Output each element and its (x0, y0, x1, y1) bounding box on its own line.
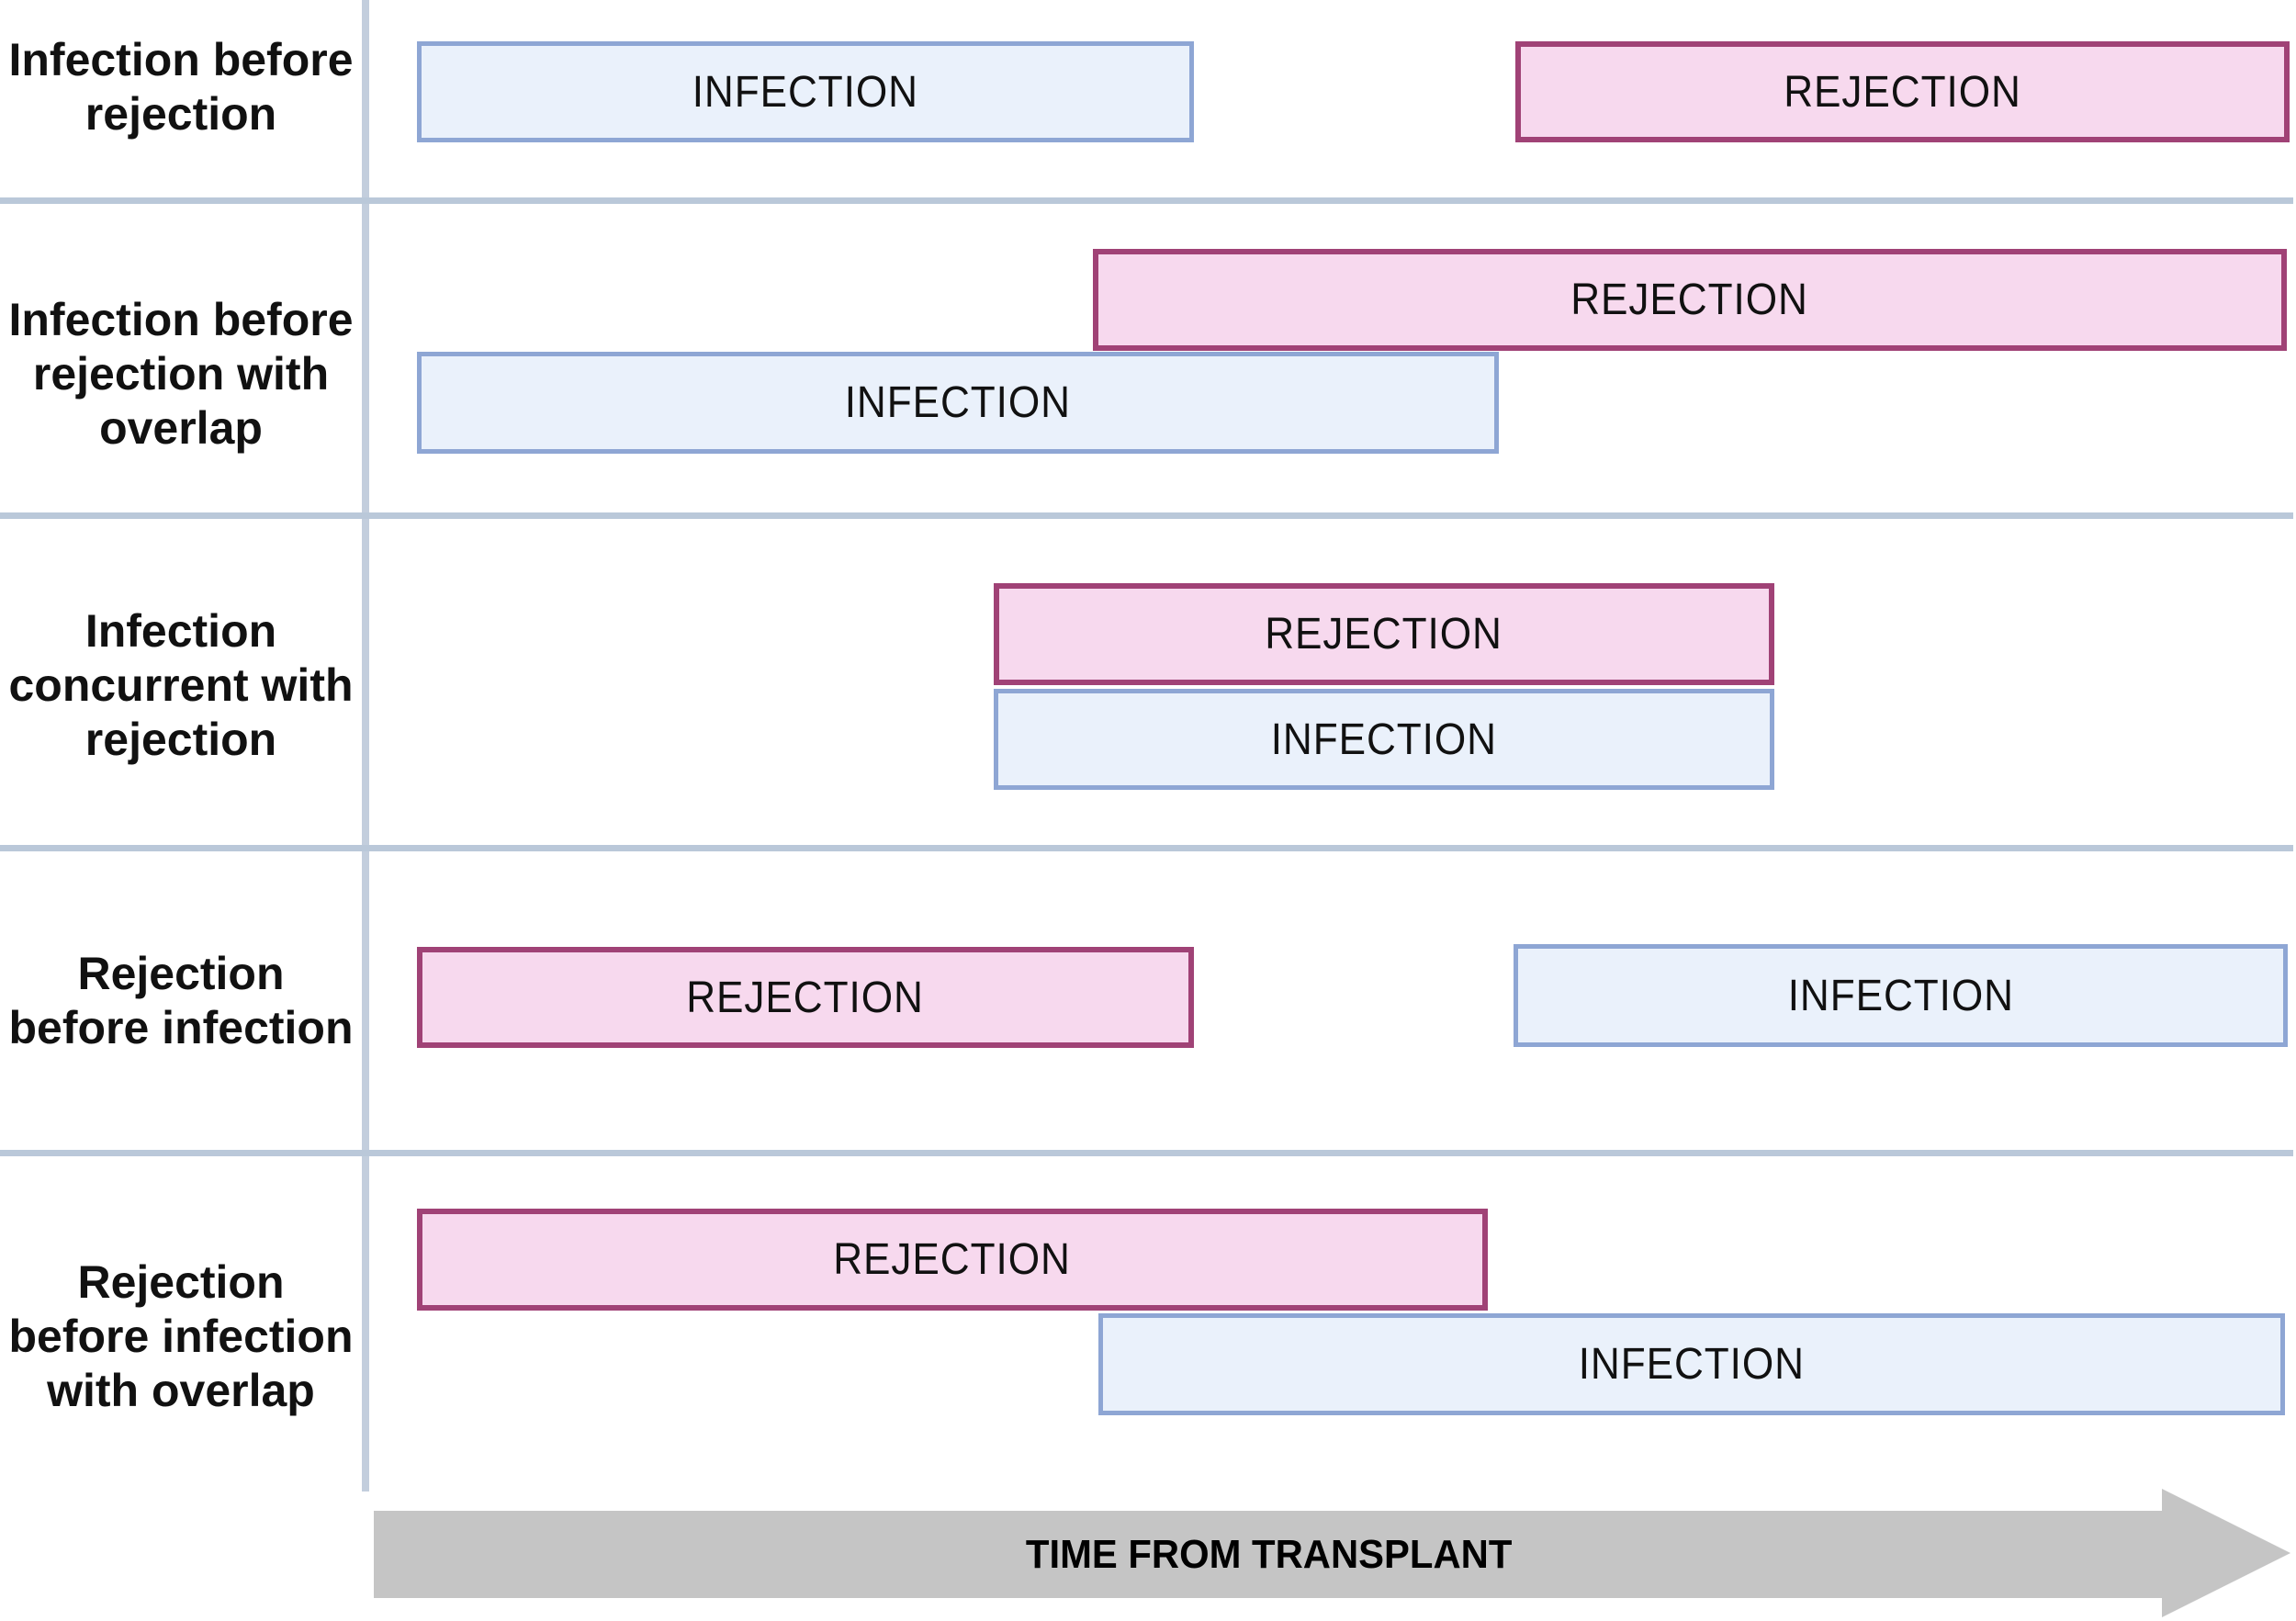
row-label-rejection-before-infection: Rejection before infection (8, 948, 354, 1053)
infection-bar-row4: INFECTION (1514, 944, 2288, 1047)
rejection-bar-label: REJECTION (686, 973, 925, 1022)
infection-bar-row1: INFECTION (417, 41, 1194, 142)
rejection-bar-label: REJECTION (1265, 610, 1503, 659)
row-label-infection-before-rejection: Infection before rejection (8, 34, 354, 140)
time-axis-arrowhead-icon (2162, 1489, 2290, 1617)
time-axis-arrow: TIME FROM TRANSPLANT (374, 1511, 2164, 1598)
infection-bar-label: INFECTION (1270, 715, 1498, 764)
rejection-bar-label: REJECTION (1570, 276, 1809, 324)
infection-bar-label: INFECTION (844, 378, 1072, 427)
rejection-bar-row3: REJECTION (994, 583, 1774, 685)
row-label-infection-concurrent-with-rejection: Infection concurrent with rejection (8, 604, 354, 765)
row-divider-line (0, 845, 2293, 851)
row-label-infection-before-rejection-with-overlap: Infection before rejection with overlap (8, 294, 354, 454)
infection-bar-label: INFECTION (1787, 971, 2014, 1020)
row-divider-line (0, 512, 2293, 519)
infection-bar-row5: INFECTION (1098, 1313, 2285, 1415)
timeline-vertical-axis-line (362, 0, 369, 1492)
rejection-bar-row5: REJECTION (417, 1209, 1488, 1311)
row-divider-line (0, 1150, 2293, 1156)
row-label-rejection-before-infection-with-overlap: Rejection before infection with overlap (8, 1256, 354, 1416)
infection-bar-label: INFECTION (1578, 1340, 1806, 1389)
infection-bar-row2: INFECTION (417, 352, 1499, 454)
rejection-bar-row2: REJECTION (1093, 249, 2287, 351)
rejection-bar-row4: REJECTION (417, 947, 1194, 1048)
infection-bar-label: INFECTION (692, 67, 919, 117)
rejection-bar-label: REJECTION (1784, 67, 2021, 117)
rejection-bar-label: REJECTION (833, 1235, 1072, 1284)
infection-bar-row3: INFECTION (994, 689, 1774, 790)
row-divider-line (0, 197, 2293, 204)
rejection-bar-row1: REJECTION (1515, 41, 2290, 142)
time-axis-label: TIME FROM TRANSPLANT (1025, 1531, 1513, 1577)
